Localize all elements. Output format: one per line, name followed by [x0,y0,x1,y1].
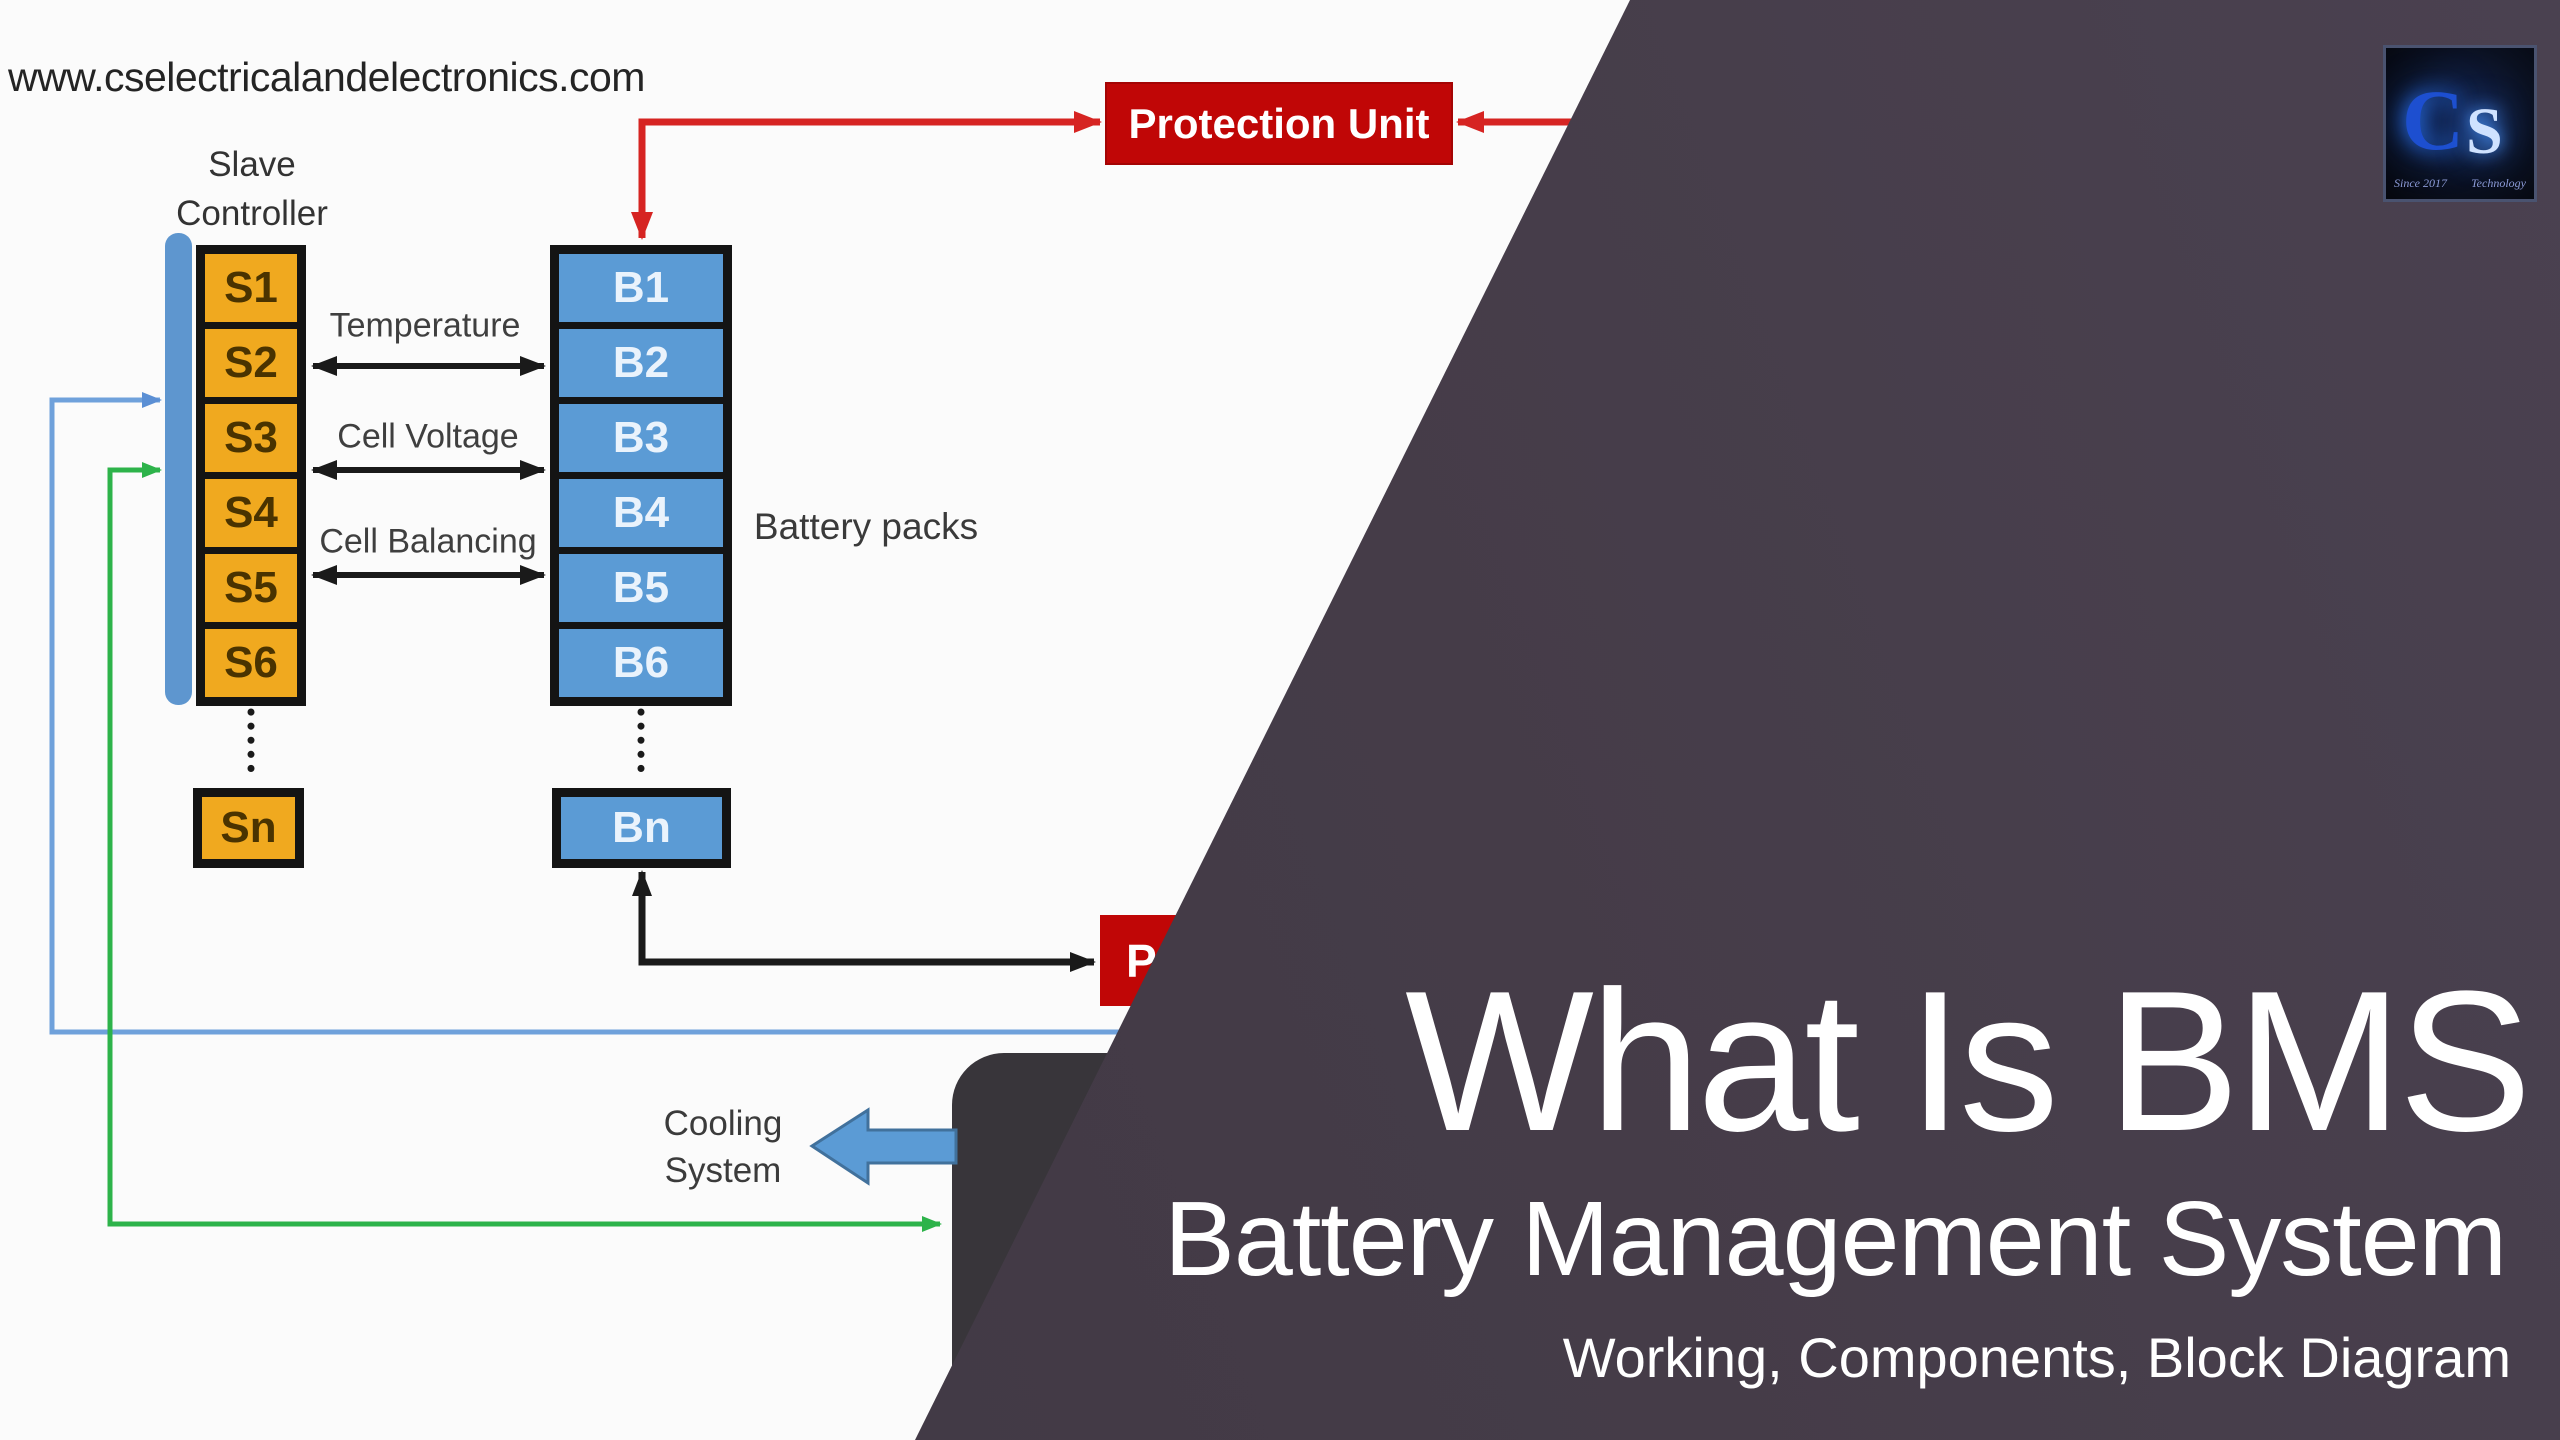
slave-bus-bracket [165,233,192,705]
battery-packs-label: Battery packs [753,506,979,547]
slave-cell-s6: S6 [205,629,297,697]
battery-pack-column: B1 B2 B3 B4 B5 B6 [550,245,732,706]
slave-cell-s3: S3 [205,404,297,472]
battery-cell-b3: B3 [559,404,723,472]
battery-cell-bn: Bn [552,788,731,868]
cs-channel-logo: C S Since 2017 Technology [2383,45,2537,202]
signal-label-temperature: Temperature [329,306,521,345]
slave-cell-s5: S5 [205,554,297,622]
cooling-block-arrow [809,1107,958,1186]
black-arrow-bn-to-red-box [632,870,1096,972]
signal-label-cell-balancing: Cell Balancing [319,522,537,561]
main-title: What Is BMS [1405,950,2532,1173]
battery-cell-b5: B5 [559,554,723,622]
logo-letter-s: S [2466,95,2503,168]
battery-cell-b4: B4 [559,479,723,547]
battery-cell-b6: B6 [559,629,723,697]
cooling-label-line1: Cooling [663,1104,783,1143]
tagline: Working, Components, Block Diagram [1562,1326,2511,1389]
slave-cell-s1: S1 [205,254,297,322]
logo-brand-text: Technology [2471,176,2526,190]
cooling-system-label: Cooling System [664,1100,783,1194]
battery-cell-b1: B1 [559,254,723,322]
slave-controller-column: S1 S2 S3 S4 S5 S6 [196,245,306,706]
signal-label-cell-voltage: Cell Voltage [337,417,519,456]
red-arrow-protection-to-b1 [631,111,1102,240]
slave-label-line1: Slave [208,145,296,184]
slave-cell-s2: S2 [205,329,297,397]
cooling-label-line2: System [664,1151,782,1190]
subtitle: Battery Management System [1164,1180,2507,1298]
battery-cell-b2: B2 [559,329,723,397]
site-url: www.cselectricalandelectronics.com [8,54,645,100]
logo-since-text: Since 2017 [2394,176,2447,190]
slave-controller-label: Slave Controller [176,140,328,238]
logo-letter-c: C [2402,72,2465,168]
slave-cell-s4: S4 [205,479,297,547]
slave-label-line2: Controller [176,194,328,233]
slave-cell-sn: Sn [193,788,304,868]
protection-unit-box: Protection Unit [1105,82,1453,165]
